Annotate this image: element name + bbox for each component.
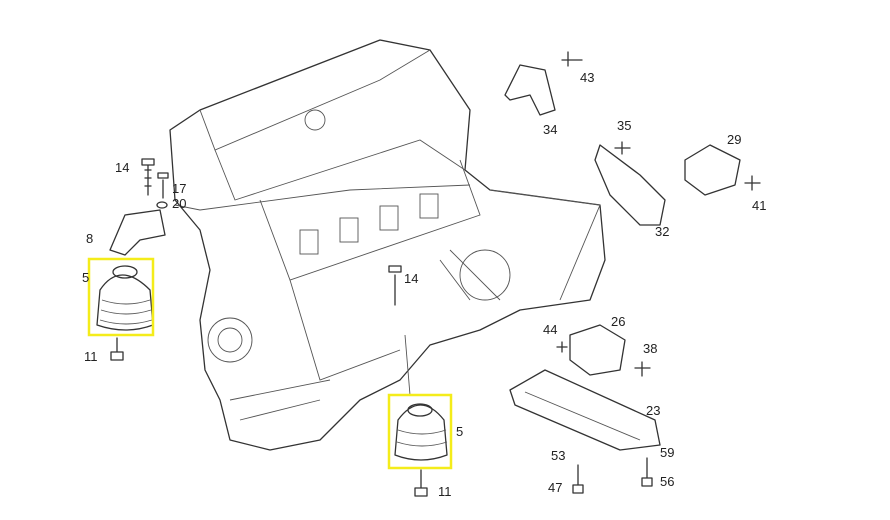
highlight-box-center (387, 393, 453, 470)
engine-block (169, 39, 606, 451)
label-8: 8 (86, 231, 93, 246)
label-59: 59 (660, 445, 674, 460)
left-mount-group (87, 158, 471, 361)
label-14-center: 14 (404, 271, 418, 286)
label-26: 26 (611, 314, 625, 329)
center-mount-group (387, 265, 453, 497)
label-23: 23 (646, 403, 660, 418)
label-29: 29 (727, 132, 741, 147)
label-5-left: 5 (82, 270, 89, 285)
highlight-box-left (87, 257, 155, 337)
label-17: 17 (172, 181, 186, 196)
label-44: 44 (543, 322, 557, 337)
label-56: 56 (660, 474, 674, 489)
label-35: 35 (617, 118, 631, 133)
label-47: 47 (548, 480, 562, 495)
label-11-left: 11 (84, 349, 98, 364)
label-11-center: 11 (438, 484, 452, 499)
label-38: 38 (643, 341, 657, 356)
label-14-left: 14 (115, 160, 129, 175)
right-parts (504, 51, 761, 494)
label-34: 34 (543, 122, 557, 137)
part-labels: 14 17 20 8 5 11 14 5 11 43 34 35 29 41 3… (82, 70, 766, 499)
label-20: 20 (172, 196, 186, 211)
label-5-center: 5 (456, 424, 463, 439)
label-53: 53 (551, 448, 565, 463)
label-43: 43 (580, 70, 594, 85)
label-32: 32 (655, 224, 669, 239)
label-41: 41 (752, 198, 766, 213)
